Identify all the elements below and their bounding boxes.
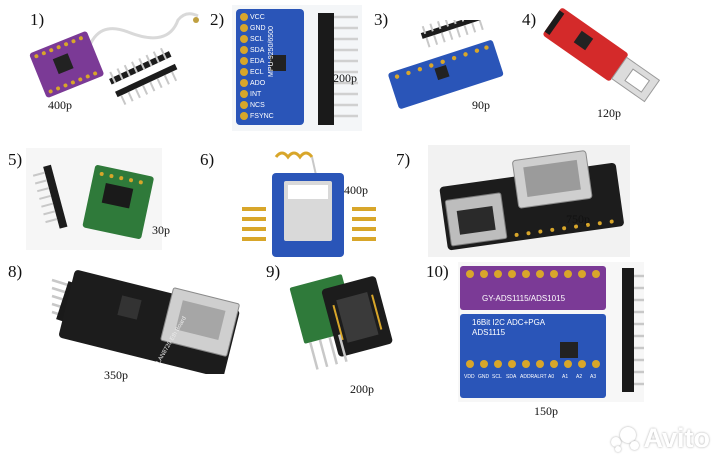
item-3-number: 3) <box>374 10 389 29</box>
mpu-pin-label: INT <box>250 91 262 98</box>
item-1-price: 400p <box>48 98 72 112</box>
mpu-pin-label: NCS <box>250 102 265 109</box>
ads-pin-label: A2 <box>576 374 583 380</box>
item-7-photo <box>428 145 630 257</box>
mpu-pin-label: ECL <box>250 69 264 76</box>
mpu-board-title: MPU-9250/6500 <box>268 26 275 77</box>
ads-pin-label: SCL <box>492 374 502 380</box>
ads-pin-label: ADDR <box>520 374 535 380</box>
item-9-price: 200p <box>350 382 374 396</box>
ads-pin-label: A3 <box>590 374 597 380</box>
ads-title-label: 16Bit I2C ADC+PGA <box>472 318 546 327</box>
item-5-price: 30p <box>152 223 170 237</box>
item-8-price: 350p <box>104 368 128 382</box>
mpu-pin-label: VCC <box>250 14 265 21</box>
item-4-photo <box>530 8 670 106</box>
ads-pin-labels: VDD GND SCL SDA ADDR ALRT A0 A1 A2 A3 <box>464 374 601 380</box>
item-4-number: 4) <box>522 10 537 29</box>
item-5-photo <box>26 148 162 250</box>
item-1-number: 1) <box>30 10 45 29</box>
item-10-photo: GY-ADS1115/ADS1015 16Bit I2C ADC+PGA ADS… <box>458 262 644 402</box>
ads-pin-label: SDA <box>506 374 517 380</box>
item-7-number: 7) <box>396 150 411 169</box>
ads-pin-label: A0 <box>548 374 555 380</box>
mpu-pin-label: ADO <box>250 80 266 87</box>
ads-top-label: GY-ADS1115/ADS1015 <box>482 294 566 303</box>
item-5-number: 5) <box>8 150 23 169</box>
item-7-price: 750p <box>566 212 590 226</box>
mpu-pin-label: EDA <box>250 58 265 65</box>
ads-pin-label: VDD <box>464 374 475 380</box>
item-3-photo <box>382 20 517 110</box>
item-6-number: 6) <box>200 150 215 169</box>
item-2-number: 2) <box>210 10 225 29</box>
item-6-price: 400p <box>344 183 368 197</box>
item-1-photo <box>28 10 206 105</box>
ads-part-label: ADS1115 <box>472 328 506 337</box>
item-3-price: 90p <box>472 98 490 112</box>
mpu-pin-label: SCL <box>250 36 264 43</box>
item-8-number: 8) <box>8 262 23 281</box>
item-9-number: 9) <box>266 262 281 281</box>
item-2-price: 200p <box>333 71 357 85</box>
item-10-price: 150p <box>534 404 558 418</box>
ads-pin-label: GND <box>478 374 490 380</box>
ads-pin-label: ALRT <box>534 374 547 380</box>
avito-watermark: Avito <box>610 423 711 454</box>
mpu-pin-label: SDA <box>250 47 265 54</box>
mpu-pin-label: GND <box>250 25 266 32</box>
item-8-photo: LAN8720 Eth Board <box>34 270 254 374</box>
item-2-photo: VCC GND SCL SDA EDA ECL ADO INT NCS FSYN… <box>232 5 362 131</box>
item-9-photo <box>270 262 416 386</box>
ads-pin-label: A1 <box>562 374 569 380</box>
avito-wordmark: Avito <box>643 423 711 453</box>
mpu-pin-labels: VCC GND SCL SDA EDA ECL ADO INT NCS FSYN… <box>250 12 274 122</box>
item-10-number: 10) <box>426 262 449 281</box>
item-6-photo <box>236 147 382 263</box>
mpu-pin-label: FSYNC <box>250 113 274 120</box>
avito-dots-icon <box>610 425 641 453</box>
item-4-price: 120p <box>597 106 621 120</box>
